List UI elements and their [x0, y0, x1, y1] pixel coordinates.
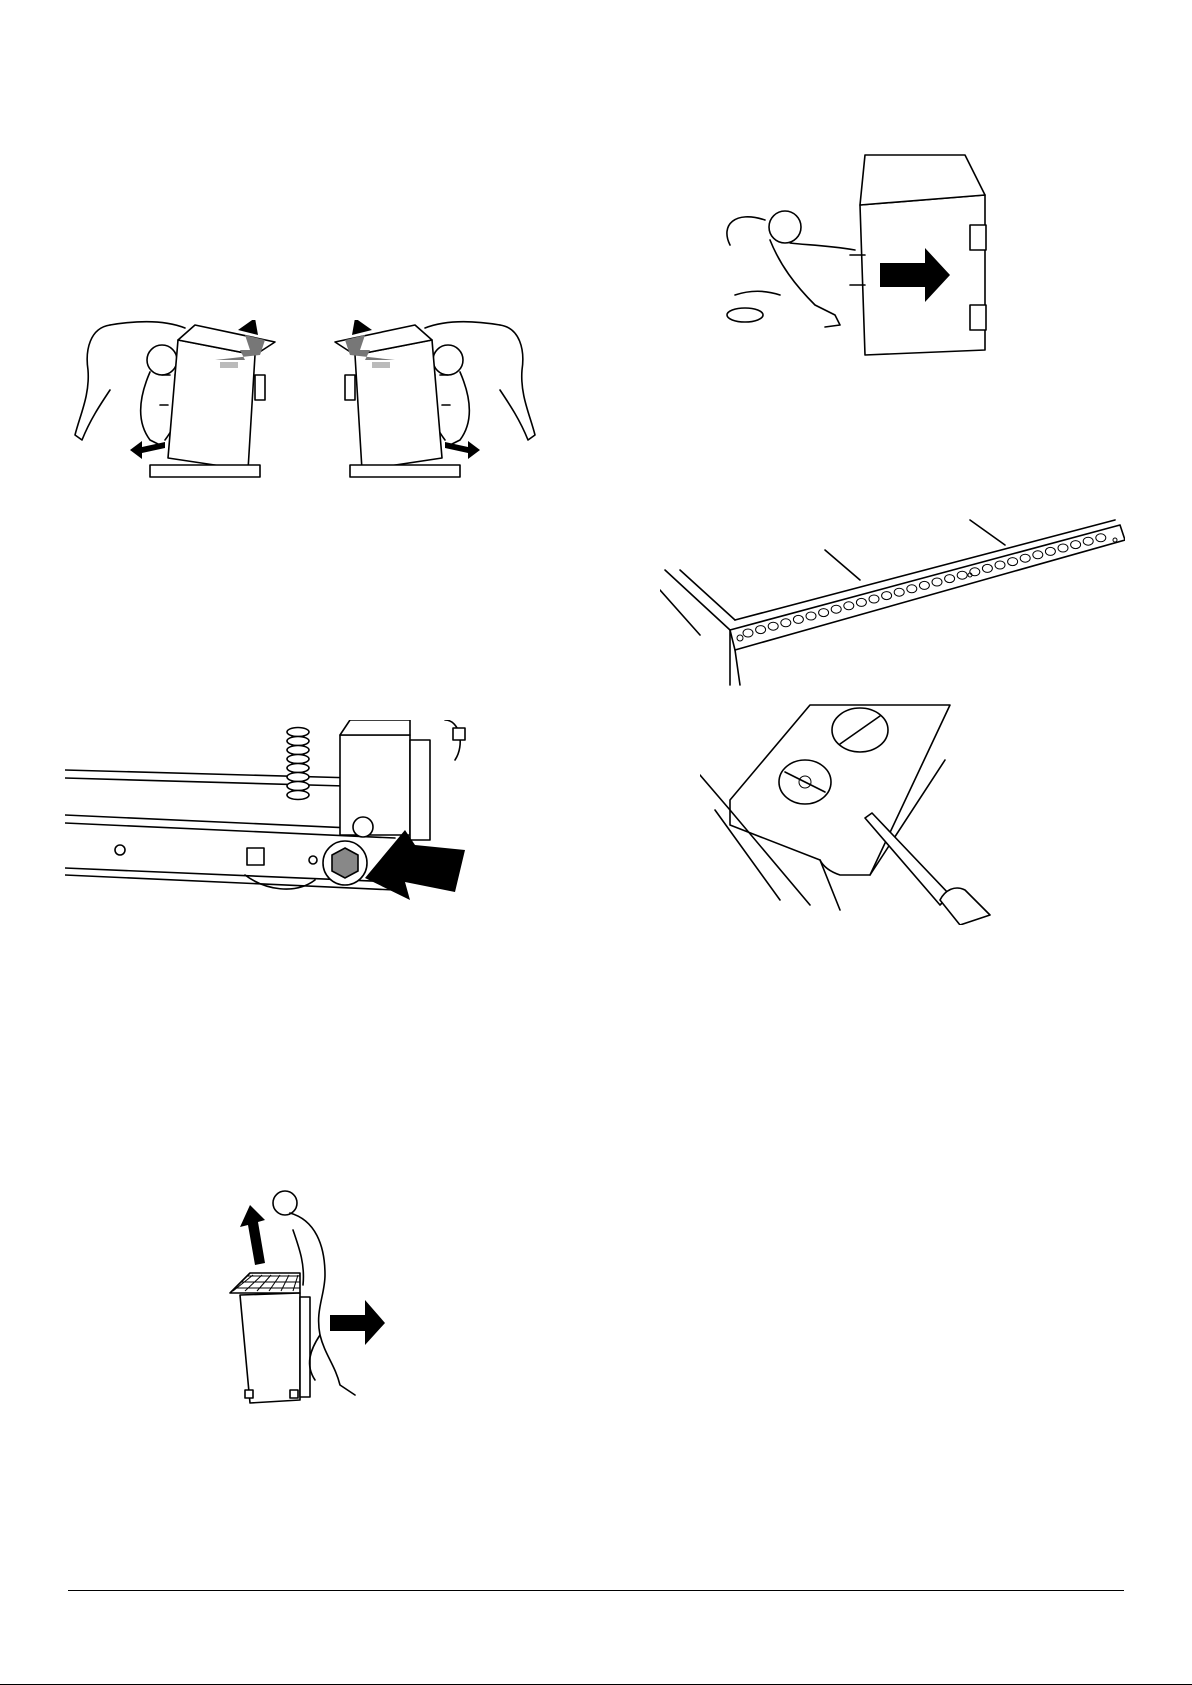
- appliance-icon: [230, 1273, 310, 1403]
- appliance-icon: [860, 155, 986, 355]
- right-arrow-icon: [330, 1300, 385, 1345]
- figure-tilt-appliance: [70, 320, 590, 520]
- person-icon: [75, 322, 185, 445]
- footer-rule: [68, 1590, 1124, 1591]
- figure-lift-appliance: [225, 1185, 415, 1410]
- spring-icon: [287, 728, 309, 800]
- figure-burner-manifold: [660, 515, 1125, 690]
- gas-tap-icon: [700, 705, 950, 910]
- burner-manifold-icon: [660, 520, 1125, 685]
- figure-push-appliance: [725, 145, 1015, 380]
- hex-bolt-icon: [323, 841, 367, 885]
- person-icon: [425, 322, 535, 445]
- figure-gas-tap-adjust: [700, 700, 1000, 925]
- figure-castor-bolt: [65, 720, 515, 920]
- up-arrow-icon: [240, 1205, 265, 1265]
- person-icon: [727, 211, 855, 327]
- slide-arrow-icon: [445, 441, 480, 459]
- slide-arrow-icon: [130, 441, 165, 459]
- screwdriver-icon: [865, 813, 990, 925]
